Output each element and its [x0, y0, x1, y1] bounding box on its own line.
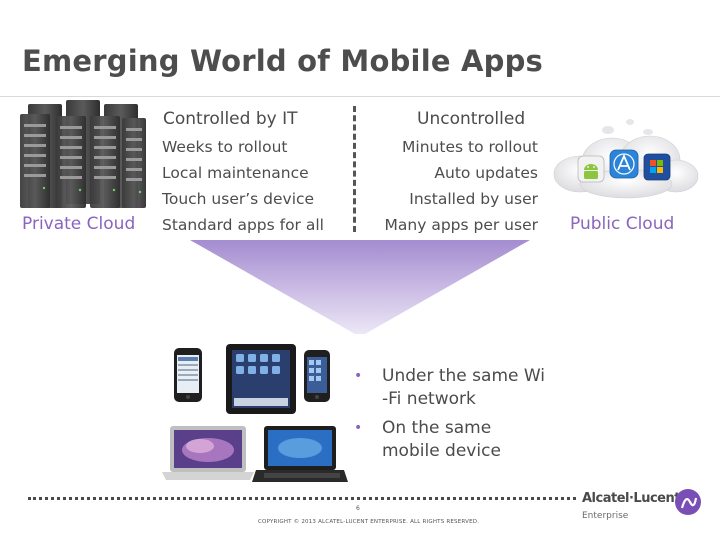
server-rack-icon	[20, 100, 148, 210]
slide-title: Emerging World of Mobile Apps	[22, 44, 543, 78]
title-divider	[0, 96, 720, 97]
windows-store-icon	[644, 154, 670, 180]
bullet-list: • Under the same Wi -Fi network • On the…	[354, 365, 545, 469]
controlled-heading: Controlled by IT	[163, 109, 297, 129]
laptop-icon	[162, 426, 254, 480]
list-item: Weeks to rollout	[162, 134, 324, 160]
bullet-dot-icon: •	[354, 365, 362, 388]
bullet-text-line: On the same	[382, 417, 545, 440]
devices-graphic	[160, 342, 350, 488]
uncontrolled-list: Minutes to rollout Auto updates Installe…	[370, 134, 538, 238]
list-item: • Under the same Wi -Fi network	[354, 365, 545, 411]
public-cloud-graphic	[552, 112, 700, 212]
list-item: Local maintenance	[162, 160, 324, 186]
laptop-icon	[252, 426, 348, 482]
brand-name: Alcatel·Lucent	[582, 491, 680, 506]
page-number: 6	[356, 505, 360, 512]
bullet-text-line: Under the same Wi	[382, 365, 545, 388]
funnel-shape	[190, 240, 530, 334]
uncontrolled-heading: Uncontrolled	[417, 109, 525, 129]
list-item: Minutes to rollout	[370, 134, 538, 160]
public-cloud-label: Public Cloud	[570, 214, 674, 234]
bullet-dot-icon: •	[354, 417, 362, 440]
controlled-list: Weeks to rollout Local maintenance Touch…	[162, 134, 324, 238]
footer-divider	[28, 497, 576, 500]
android-icon	[578, 156, 604, 182]
bullet-text-line: -Fi network	[382, 388, 545, 411]
list-item: Auto updates	[370, 160, 538, 186]
smartphone-icon	[174, 348, 202, 402]
list-item: Standard apps for all	[162, 212, 324, 238]
list-item: Touch user’s device	[162, 186, 324, 212]
tablet-icon	[226, 344, 296, 414]
smartphone-icon	[304, 350, 330, 402]
private-cloud-label: Private Cloud	[22, 214, 135, 234]
brand-subtitle: Enterprise	[582, 511, 628, 521]
alcatel-lucent-logo-icon	[674, 488, 702, 516]
app-store-icon	[610, 150, 638, 178]
list-item: Installed by user	[370, 186, 538, 212]
column-divider	[353, 106, 356, 232]
bullet-text-line: mobile device	[382, 440, 545, 463]
copyright-text: COPYRIGHT © 2013 ALCATEL-LUCENT ENTERPRI…	[258, 519, 479, 525]
list-item: Many apps per user	[370, 212, 538, 238]
list-item: • On the same mobile device	[354, 417, 545, 463]
